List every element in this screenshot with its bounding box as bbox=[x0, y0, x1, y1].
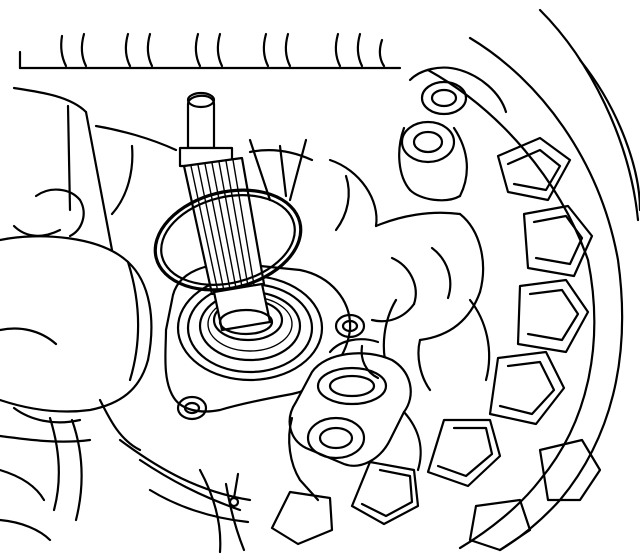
bearing-retainer bbox=[164, 262, 366, 421]
top-cover-ribs bbox=[18, 32, 402, 70]
upper-fork-boss bbox=[398, 80, 468, 202]
housing-flange bbox=[408, 8, 640, 552]
o-ring-seal bbox=[153, 188, 303, 292]
shift-lever bbox=[288, 338, 422, 502]
case-casting bbox=[12, 86, 491, 392]
input-shaft bbox=[178, 91, 274, 336]
flange-pockets bbox=[270, 136, 602, 552]
left-case-body bbox=[0, 235, 252, 554]
shaft-splines bbox=[190, 159, 255, 293]
